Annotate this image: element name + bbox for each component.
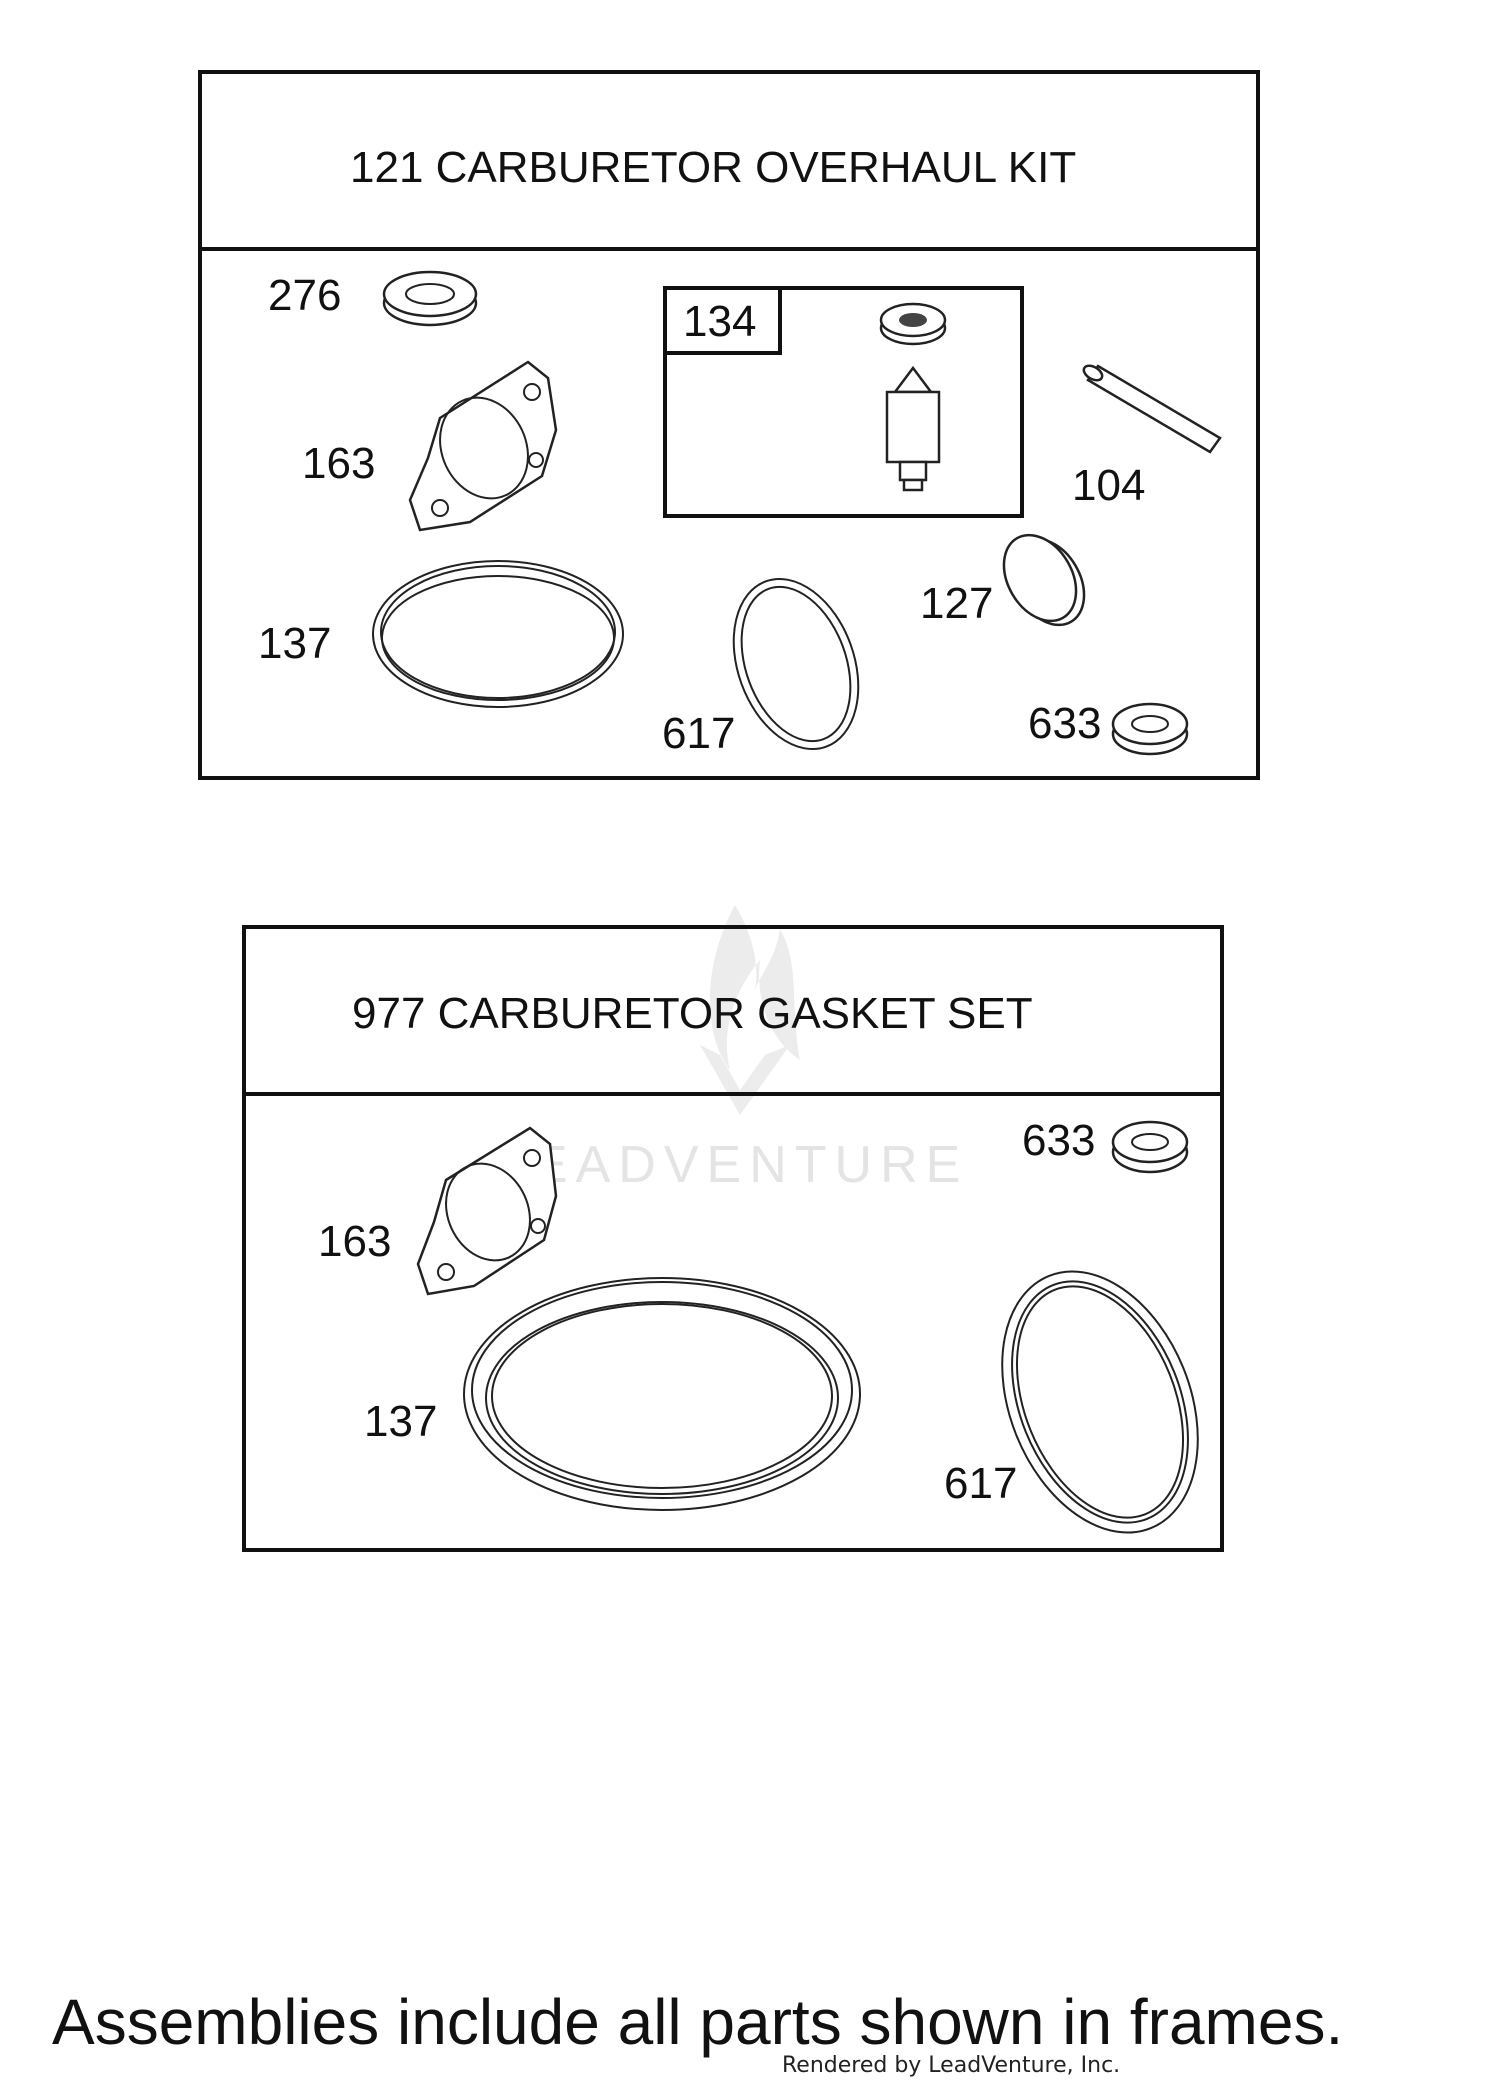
part-617[interactable]: 617 [944,1242,1234,1562]
part-label: 104 [1072,461,1145,510]
part-label: 137 [364,1397,437,1446]
frame-border [198,70,1260,780]
washer-icon [382,270,478,327]
part-134[interactable]: 134 [663,286,1024,518]
frame-title: 121 CARBURETOR OVERHAUL KIT [350,143,1076,192]
o-ring-icon [372,560,624,708]
gasket-icon [416,1126,558,1296]
washer-icon [1111,1120,1189,1174]
o-ring-icon [463,1277,861,1511]
assembly-note: Assemblies include all parts shown in fr… [52,1986,1343,2058]
frame-title: 977 CARBURETOR GASKET SET [352,989,1033,1038]
o-ring-icon [1001,1270,1199,1534]
part-104[interactable]: 104 [1072,363,1222,510]
part-label: 276 [268,271,341,320]
welch-plug-icon [1002,533,1086,627]
part-163[interactable]: 163 [302,360,558,532]
sub-frame-label-box [663,286,782,355]
float-needle-icon [879,302,947,492]
gasket-set-frame: 977 CARBURETOR GASKET SET 633 163 137 [242,925,1234,1562]
part-label: 617 [944,1459,1017,1508]
part-label: 134 [683,297,756,346]
part-127[interactable]: 127 [920,522,1099,638]
part-617[interactable]: 617 [662,561,881,766]
part-label: 633 [1022,1116,1095,1165]
washer-icon [1111,702,1189,756]
o-ring-icon [732,577,860,751]
part-label: 127 [920,579,993,628]
watermark-text: LEADVENTURE [496,1136,968,1194]
overhaul-kit-frame: 121 CARBURETOR OVERHAUL KIT 276 163 [198,70,1260,780]
part-label: 163 [302,439,375,488]
part-163[interactable]: 163 [318,1126,558,1296]
gasket-icon [408,360,558,532]
part-label: 137 [258,619,331,668]
part-633[interactable]: 633 [1022,1116,1189,1174]
render-credit: Rendered by LeadVenture, Inc. [782,2053,1120,2078]
frame-border [242,925,1224,1552]
part-633[interactable]: 633 [1028,699,1189,756]
part-276[interactable]: 276 [268,270,478,327]
sub-frame [663,286,1024,518]
part-label: 617 [662,709,735,758]
part-137[interactable]: 137 [258,560,624,708]
leadventure-flame-logo [700,905,800,1115]
part-137[interactable]: 137 [364,1277,861,1511]
part-label: 163 [318,1217,391,1266]
watermark: LEADVENTURE [496,905,968,1194]
part-label: 633 [1028,699,1101,748]
pin-icon [1082,364,1222,454]
